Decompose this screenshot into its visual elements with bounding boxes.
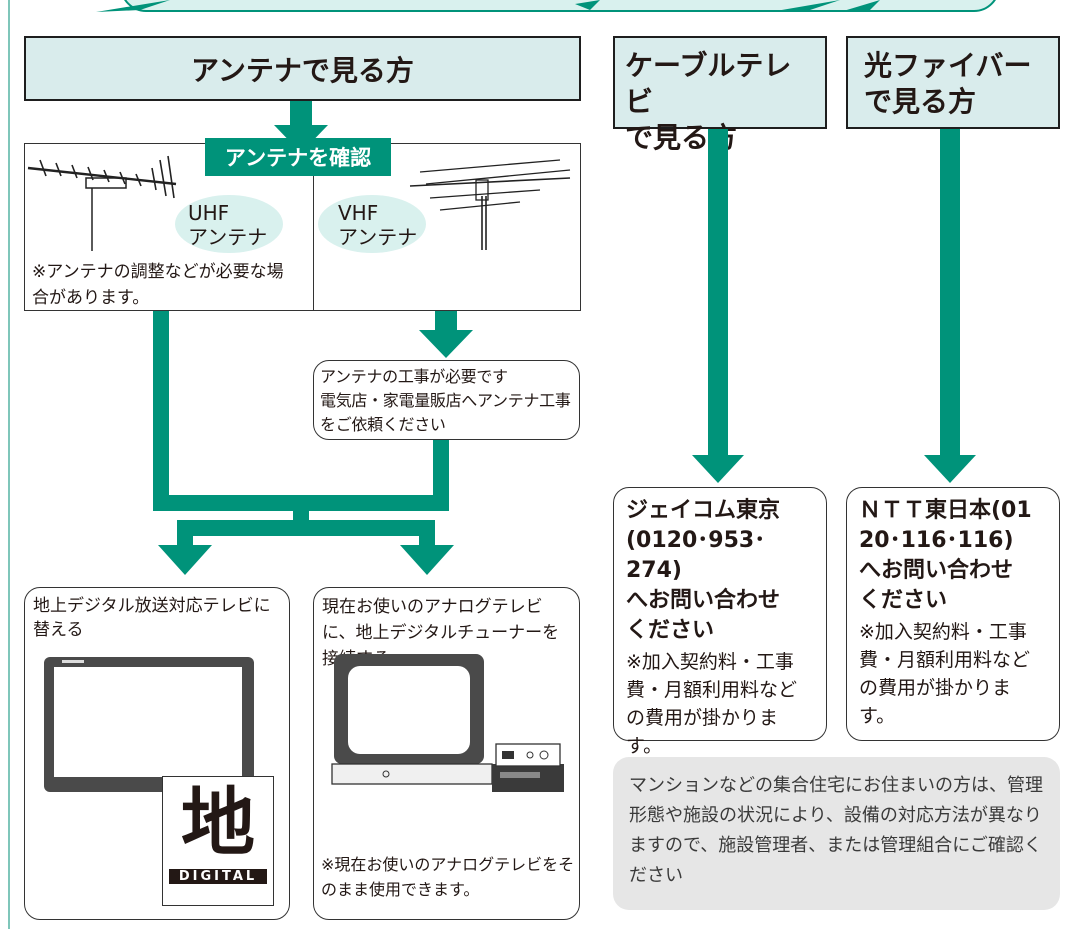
digital-tv-illustration — [44, 657, 254, 792]
fiber-header: 光ファイバー で見る方 — [846, 36, 1060, 129]
connector-line — [177, 520, 193, 550]
antenna-header-title: アンテナで見る方 — [191, 53, 414, 87]
connector-line — [433, 440, 449, 511]
connector-line — [419, 520, 435, 550]
uhf-label-bubble — [175, 195, 283, 253]
fiber-contact-box: ＮＴＴ東日本(01 20･116･116) へお問い合わせ ください ※加入契約… — [846, 487, 1060, 741]
chi-logo-kanji: 地 — [181, 780, 255, 866]
arrow-shaft — [290, 101, 312, 129]
cable-fee-note: ※加入契約料・工事費・月額利用料などの費用が掛かります。 — [626, 651, 798, 757]
uhf-antenna-drawing — [27, 155, 177, 251]
vhf-label-bubble — [318, 195, 426, 253]
antenna-check-text: アンテナを確認 — [224, 146, 372, 170]
fiber-header-title: 光ファイバー で見る方 — [864, 49, 1032, 118]
chi-digital-logo: 地 DIGITAL — [162, 776, 274, 906]
down-arrow-icon — [924, 455, 976, 483]
arrow-shaft — [708, 129, 728, 459]
arrow-shaft — [940, 129, 960, 459]
connector-line — [177, 520, 435, 536]
cable-contact-text: ジェイコム東京 (0120･953･274) へお問い合わせ ください — [626, 498, 781, 643]
vhf-antenna-drawing — [409, 159, 571, 250]
down-arrow-icon — [400, 545, 454, 575]
construction-box: アンテナの工事が必要です 電気店・家電量販店へアンテナ工事をご依頼ください — [313, 360, 580, 440]
vhf-label: VHF アンテナ — [338, 201, 418, 249]
antenna-header: アンテナで見る方 — [24, 36, 581, 101]
down-arrow-icon — [419, 330, 473, 358]
fiber-fee-note: ※加入契約料・工事費・月額利用料などの費用が掛かります。 — [859, 621, 1031, 727]
cable-header: ケーブルテレビ で見る方 — [613, 36, 827, 154]
apartment-note-box: マンションなどの集合住宅にお住まいの方は、管理形態や施設の状況により、設備の対応… — [613, 757, 1060, 910]
apartment-note-text: マンションなどの集合住宅にお住まいの方は、管理形態や施設の状況により、設備の対応… — [629, 775, 1043, 886]
analog-tv-tuner-illustration — [331, 654, 564, 792]
uhf-label: UHF アンテナ — [188, 201, 268, 249]
antenna-check-label: アンテナを確認 — [205, 138, 391, 176]
banner-arrows-decoration — [96, 0, 880, 12]
connector-line — [153, 495, 449, 511]
antenna-adjust-note: ※アンテナの調整などが必要な場合があります。 — [32, 262, 284, 308]
chi-logo-text: DIGITAL — [169, 869, 267, 884]
down-arrow-icon — [158, 545, 212, 575]
construction-text: アンテナの工事が必要です 電気店・家電量販店へアンテナ工事をご依頼ください — [320, 367, 571, 434]
arrow-shaft — [435, 311, 457, 333]
tuner-note: ※現在お使いのアナログテレビをそのまま使用できます。 — [321, 855, 575, 899]
left-margin-line — [8, 0, 10, 929]
fiber-contact-text: ＮＴＴ東日本(01 20･116･116) へお問い合わせ ください — [859, 498, 1032, 613]
cable-contact-box: ジェイコム東京 (0120･953･274) へお問い合わせ ください ※加入契… — [613, 487, 827, 757]
digital-tv-option-text: 地上デジタル放送対応テレビに替える — [33, 596, 271, 640]
connector-line — [153, 311, 169, 511]
down-arrow-icon — [692, 455, 744, 483]
